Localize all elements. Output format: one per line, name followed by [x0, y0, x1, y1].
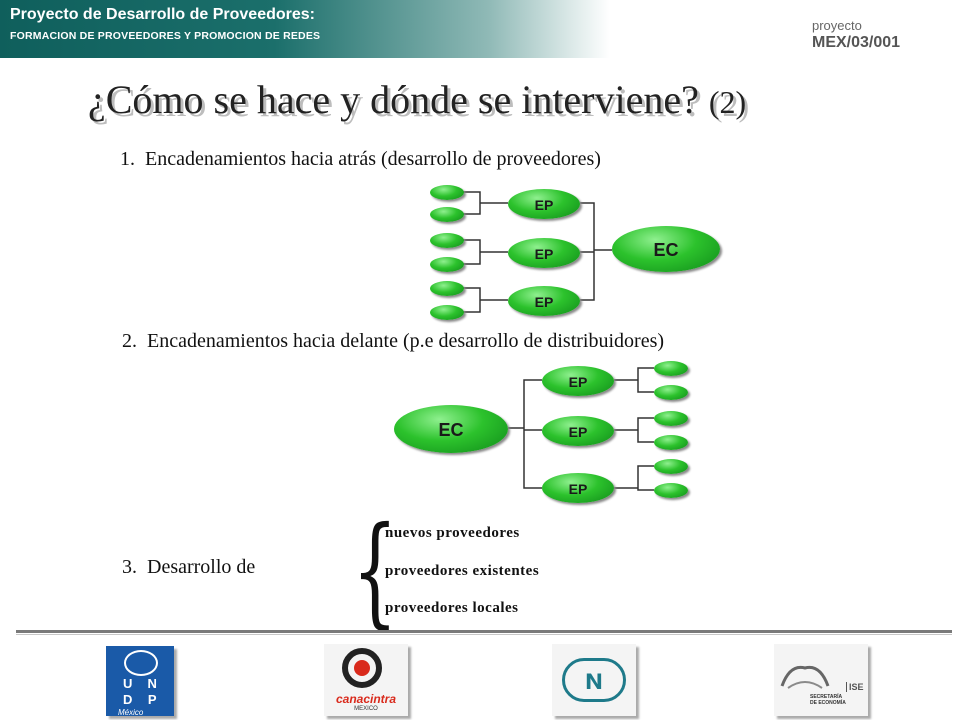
- canacintra-wordmark: canacintra: [335, 692, 397, 706]
- secretaria-economia-logo: SECRETARÍA DE ECONOMÍA ISE: [770, 640, 870, 720]
- development-item: proveedores locales: [385, 600, 519, 616]
- ep-node: [508, 238, 580, 268]
- project-label: proyecto: [812, 18, 862, 33]
- ep-node-label: EP: [534, 197, 554, 213]
- distributor-node: [654, 435, 688, 450]
- item-development: 3. Desarrollo de: [122, 556, 256, 578]
- ep-node-label: EP: [568, 374, 588, 390]
- header-band: [0, 0, 610, 58]
- canacintra-logo: canacintra MEXICO: [320, 640, 410, 720]
- supplier-node: [430, 257, 464, 272]
- canacintra-caption: MEXICO: [354, 706, 378, 712]
- undp-letter: U: [123, 676, 133, 691]
- eagle-seal-icon: [780, 656, 830, 692]
- ec-node-label: EC: [653, 240, 679, 260]
- distributor-node: [654, 361, 688, 376]
- curly-brace: {: [352, 502, 398, 641]
- se-badge: ISE: [846, 682, 864, 692]
- undp-logo: U N D P México: [100, 640, 180, 720]
- ec-node: [394, 405, 508, 453]
- footer-divider: [16, 630, 952, 633]
- slide-title-suffix: (2): [708, 84, 747, 120]
- item-backward-linkages: 1. Encadenamientos hacia atrás (desarrol…: [120, 148, 601, 170]
- supplier-node: [430, 305, 464, 320]
- slide-title: ¿Cómo se hace y dónde se interviene? (2): [88, 76, 746, 123]
- distributor-node: [654, 385, 688, 400]
- development-item: nuevos proveedores: [385, 525, 520, 541]
- ep-node-label: EP: [534, 246, 554, 262]
- distributor-node: [654, 459, 688, 474]
- nafin-emblem-icon: ɴ: [562, 658, 626, 702]
- item-forward-linkages: 2. Encadenamientos hacia delante (p.e de…: [122, 330, 665, 352]
- supplier-node: [430, 233, 464, 248]
- footer-divider-light: [16, 634, 952, 635]
- ec-node: [612, 226, 720, 272]
- se-logo-tile: [774, 644, 868, 716]
- undp-caption: México: [118, 708, 144, 717]
- ep-node: [542, 473, 614, 503]
- ep-node: [508, 189, 580, 219]
- undp-letter: D: [123, 692, 133, 707]
- undp-letter: N: [147, 676, 157, 691]
- se-wordmark: SECRETARÍA DE ECONOMÍA: [810, 694, 846, 706]
- ec-node-label: EC: [438, 420, 464, 440]
- header-title: Proyecto de Desarrollo de Proveedores:: [10, 6, 315, 23]
- distributor-node: [654, 411, 688, 426]
- slide-title-main: ¿Cómo se hace y dónde se interviene?: [88, 77, 709, 122]
- ep-node: [542, 366, 614, 396]
- ep-node: [508, 286, 580, 316]
- canacintra-center-icon: [354, 660, 370, 676]
- un-emblem-icon: [124, 650, 158, 676]
- header-subtitle: FORMACION DE PROVEEDORES Y PROMOCION DE …: [10, 30, 321, 42]
- gear-icon: [342, 648, 382, 688]
- supplier-node: [430, 281, 464, 296]
- ep-node-label: EP: [534, 294, 554, 310]
- undp-letters: U N D P: [116, 676, 164, 707]
- ep-node-label: EP: [568, 481, 588, 497]
- project-code: MEX/03/001: [812, 34, 901, 51]
- distributor-node: [654, 483, 688, 498]
- supplier-node: [430, 207, 464, 222]
- ep-node-label: EP: [568, 424, 588, 440]
- development-item: proveedores existentes: [385, 563, 540, 579]
- undp-letter: P: [147, 692, 157, 707]
- supplier-node: [430, 185, 464, 200]
- ep-node: [542, 416, 614, 446]
- nafin-logo: ɴ: [548, 640, 638, 720]
